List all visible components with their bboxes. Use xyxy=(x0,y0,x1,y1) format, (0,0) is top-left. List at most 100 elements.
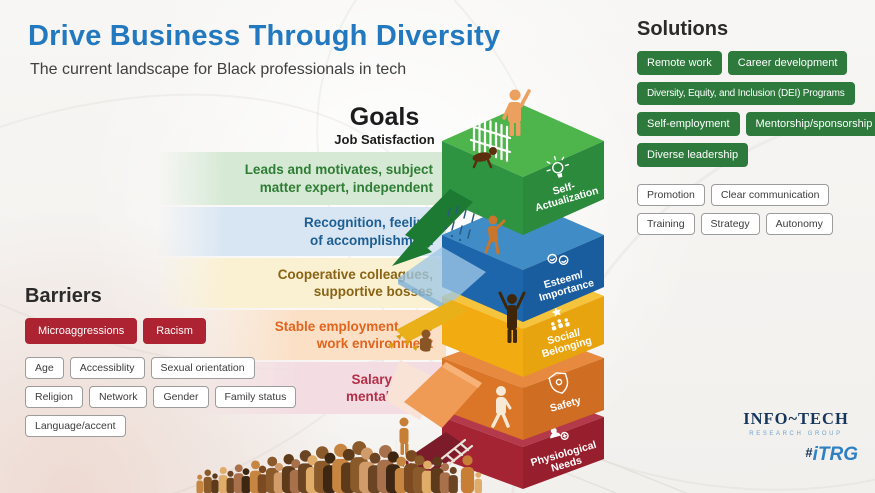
block-physiological-needs: Physiological Needs xyxy=(442,387,604,489)
crowd-person-icon xyxy=(218,466,228,493)
barrier-tag: Racism xyxy=(143,318,206,344)
solution-tag: Diverse leadership xyxy=(637,143,749,167)
block-label: Self- xyxy=(551,180,577,198)
people-group-icon xyxy=(551,307,570,331)
goal-text: Salary, basic xyxy=(351,371,433,387)
goal-text: work environment xyxy=(316,336,433,351)
crowd-person-icon xyxy=(350,441,369,493)
barrier-tag: Age xyxy=(25,357,64,379)
barrier-tag: Sexual orientation xyxy=(150,357,255,379)
block-left-face xyxy=(442,358,523,440)
ladder-icon xyxy=(428,438,474,476)
block-left-face xyxy=(442,417,523,489)
crowd-person-icon xyxy=(332,443,350,493)
person-health-icon xyxy=(550,427,569,441)
crowd-person-icon xyxy=(211,473,219,493)
goal-text: Cooperative colleagues, xyxy=(277,266,433,282)
block-label: Esteem/ xyxy=(543,269,585,292)
crowd-person-icon xyxy=(314,446,331,493)
block-label: Importance xyxy=(538,277,596,304)
barriers-heading: Barriers xyxy=(25,285,102,307)
crowd-person-icon xyxy=(439,463,451,493)
crowd-person-icon xyxy=(421,460,434,493)
goal-text: of accomplishment xyxy=(309,232,433,248)
crowd-person-icon xyxy=(289,459,302,493)
solution-tag: Autonomy xyxy=(765,213,833,235)
block-label: Social/ xyxy=(546,326,582,347)
block-label: Actualization xyxy=(534,185,600,215)
solution-tag: Remote work xyxy=(637,51,722,75)
crowd-person-icon xyxy=(448,466,458,493)
crowd-person-icon xyxy=(273,463,285,493)
page-title: Drive Business Through Diversity xyxy=(28,20,501,52)
goal-text: Stable employment, safe xyxy=(274,318,433,334)
crowd-person-icon xyxy=(265,456,279,493)
crowd-person-icon xyxy=(394,456,408,493)
block-top-face xyxy=(442,200,604,270)
logo-name: INFO~TECH xyxy=(743,409,849,428)
crowd-person-icon xyxy=(298,450,313,493)
solutions-heading: Solutions xyxy=(637,18,729,40)
crowd-person-icon xyxy=(385,451,401,493)
crowd-person-icon xyxy=(341,448,357,493)
block-right-face xyxy=(523,141,604,235)
goal-band-self-actualization: Leads and motivates, subject matter expe… xyxy=(156,152,446,205)
itrg-logo: #iTRG xyxy=(732,444,860,466)
crowd-person-icon xyxy=(233,464,244,493)
block-left-face xyxy=(442,141,523,235)
goal-text: Leads and motivates, subject xyxy=(244,162,433,178)
barrier-tag: Family status xyxy=(214,386,297,408)
crowd-person-icon xyxy=(196,474,204,493)
solution-tag: Career development xyxy=(727,51,848,75)
crowd-person-icon xyxy=(281,454,296,493)
barrier-tag: Religion xyxy=(25,386,83,408)
logo-subtext: RESEARCH GROUP xyxy=(749,431,843,437)
block-right-face xyxy=(523,296,604,377)
person-crawling-icon xyxy=(472,147,497,169)
block-right-face xyxy=(523,358,604,440)
smiley-faces-icon xyxy=(547,253,569,266)
person-cheering-icon xyxy=(498,291,526,343)
lightbulb-icon xyxy=(546,155,570,178)
crowd-person-icon xyxy=(203,469,212,493)
crowd-person-icon xyxy=(226,470,235,493)
block-social-belonging: Social/ Belonging xyxy=(442,263,604,377)
person-walking-icon xyxy=(491,386,512,428)
solution-tag: Diversity, Equity, and Inclusion (DEI) P… xyxy=(637,82,855,105)
goal-text: Recognition, feeling xyxy=(303,215,433,231)
goals-header: Goals Job Satisfaction xyxy=(282,103,487,147)
red-ramp xyxy=(396,432,468,490)
crowd-person-icon xyxy=(430,456,444,493)
block-label: Physiological xyxy=(529,439,597,469)
crowd-person-icon xyxy=(377,444,394,493)
barrier-tag: Microaggressions xyxy=(25,318,138,344)
crowd-person-icon xyxy=(412,455,427,493)
barrier-tag: Accessiblity xyxy=(69,357,145,379)
goal-band-esteem: Recognition, feeling of accomplishment xyxy=(156,207,446,256)
solutions-section: Solutions Remote work Career development… xyxy=(637,18,875,242)
block-right-face xyxy=(523,235,604,322)
person-standing-icon xyxy=(399,417,409,455)
crowd-person-icon xyxy=(404,450,419,493)
goal-text: matter expert, independent xyxy=(259,179,433,195)
solution-tag: Strategy xyxy=(700,213,760,235)
block-label: Needs xyxy=(550,454,584,474)
barrier-tag: Gender xyxy=(153,386,209,408)
page-subtitle: The current landscape for Black professi… xyxy=(30,61,407,78)
barrier-tag: Language/accent xyxy=(25,415,126,437)
block-esteem-importance: Esteem/ Importance xyxy=(442,200,604,322)
block-left-face xyxy=(442,235,523,322)
goal-text: supportive bosses xyxy=(313,284,433,299)
block-label: Belonging xyxy=(541,335,594,361)
block-label: Safety xyxy=(549,394,583,414)
person-climbing-icon xyxy=(484,215,506,255)
solution-tag: Mentorship/sponsorship xyxy=(745,112,875,136)
person-celebrating-icon xyxy=(502,89,531,136)
goals-subheading: Job Satisfaction xyxy=(334,132,435,147)
rain-icon xyxy=(444,205,475,242)
block-top-face xyxy=(442,263,604,329)
crowd xyxy=(196,441,482,493)
crowd-person-icon xyxy=(322,452,338,493)
solution-tag: Self-employment xyxy=(637,112,740,136)
